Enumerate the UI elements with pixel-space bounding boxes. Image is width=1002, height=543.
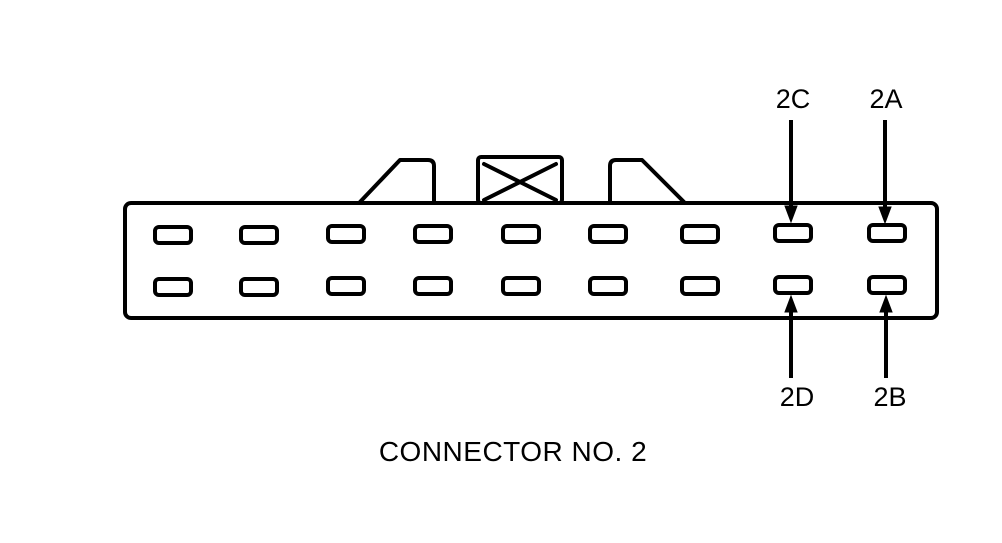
pin	[680, 224, 720, 244]
pin-grid	[153, 223, 907, 297]
pin	[153, 225, 193, 245]
center-locking-block	[476, 155, 564, 205]
diagram-caption: CONNECTOR NO. 2	[378, 436, 648, 467]
pin	[501, 224, 541, 244]
label-2c: 2C	[775, 84, 811, 114]
pin	[680, 276, 720, 296]
arrow-2d	[784, 294, 798, 378]
pin-2a	[867, 223, 907, 243]
pin	[153, 277, 193, 297]
label-2b: 2B	[873, 382, 907, 412]
pin	[588, 224, 628, 244]
pin-2b	[867, 275, 907, 295]
connector-body	[123, 201, 939, 320]
pin-2c	[773, 223, 813, 243]
arrow-2a	[878, 120, 892, 225]
pin-row-1	[153, 223, 907, 245]
pin-row-2	[153, 275, 907, 297]
right-latch-tab	[608, 158, 686, 204]
arrow-2b	[879, 294, 893, 378]
pin	[501, 276, 541, 296]
left-latch-tab	[358, 158, 436, 204]
pin	[588, 276, 628, 296]
pin	[239, 277, 279, 297]
label-2a: 2A	[869, 84, 903, 114]
pin	[326, 224, 366, 244]
pin	[239, 225, 279, 245]
pin	[413, 276, 453, 296]
pin	[413, 224, 453, 244]
label-2d: 2D	[779, 382, 815, 412]
pin-2d	[773, 275, 813, 295]
pin	[326, 276, 366, 296]
arrow-2c	[784, 120, 798, 224]
